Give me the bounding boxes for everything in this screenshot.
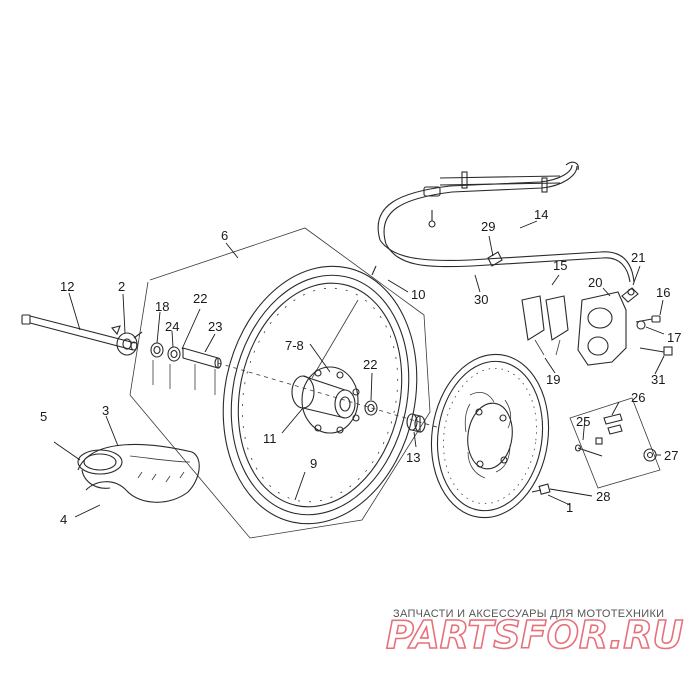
callout-12: 12 [60, 279, 74, 294]
axle [21, 314, 138, 351]
callout-20: 20 [588, 275, 602, 290]
callout-11: 11 [263, 431, 277, 446]
callout-5: 5 [40, 409, 47, 424]
callout-19: 19 [546, 372, 560, 387]
callout-16: 16 [656, 285, 670, 300]
brake-disc [430, 353, 550, 519]
callout-4: 4 [60, 512, 67, 527]
callout-3: 3 [102, 403, 109, 418]
wheel-assembly-outline [129, 227, 431, 539]
pad-pin-kit [569, 397, 661, 489]
left-spacers [150, 342, 222, 395]
watermark-tagline: ЗАПЧАСТИ И АКСЕССУАРЫ ДЛЯ МОТОТЕХНИКИ [393, 608, 664, 620]
callout-26: 26 [631, 390, 645, 405]
brake-pads [521, 295, 569, 356]
callout-30: 30 [474, 292, 488, 307]
callout-21: 21 [631, 250, 645, 265]
callout-13: 13 [406, 450, 420, 465]
callout-2: 2 [118, 279, 125, 294]
callout-labels: 1 2 3 4 5 6 7-8 9 10 11 12 13 14 15 16 1… [40, 207, 681, 527]
tyre-and-tube [77, 444, 200, 503]
callout-6: 6 [221, 228, 228, 243]
disc-bolt [531, 483, 551, 495]
callout-1: 1 [566, 500, 573, 515]
callout-9: 9 [310, 456, 317, 471]
spoke [311, 299, 359, 379]
wheel-rim [222, 265, 418, 525]
callout-17: 17 [667, 330, 681, 345]
callout-31: 31 [651, 372, 665, 387]
callout-7-8: 7-8 [285, 338, 304, 353]
callout-18: 18 [155, 299, 169, 314]
callout-14: 14 [534, 207, 548, 222]
callout-25: 25 [576, 414, 590, 429]
callout-27: 27 [664, 448, 678, 463]
leader-lines [53, 220, 665, 518]
bleed-screw [635, 315, 661, 330]
watermark-logo: PARTSFOR.RU [386, 613, 684, 657]
callout-22-right: 22 [363, 357, 377, 372]
callout-10: 10 [411, 287, 425, 302]
caliper-bolt [639, 346, 673, 356]
axle-centerline [217, 362, 441, 429]
watermark: ЗАПЧАСТИ И АКСЕССУАРЫ ДЛЯ МОТОТЕХНИКИ PA… [385, 608, 684, 658]
callout-24: 24 [165, 319, 179, 334]
callout-23: 23 [208, 319, 222, 334]
speedometer-drive [111, 325, 143, 356]
right-spacer [406, 413, 426, 433]
callout-15: 15 [553, 258, 567, 273]
callout-22-left: 22 [193, 291, 207, 306]
callout-29: 29 [481, 219, 495, 234]
callout-28: 28 [596, 489, 610, 504]
wheel-hub [291, 366, 360, 434]
right-bearing [364, 400, 378, 416]
brake-hose [377, 161, 635, 283]
brake-caliper [577, 287, 639, 366]
